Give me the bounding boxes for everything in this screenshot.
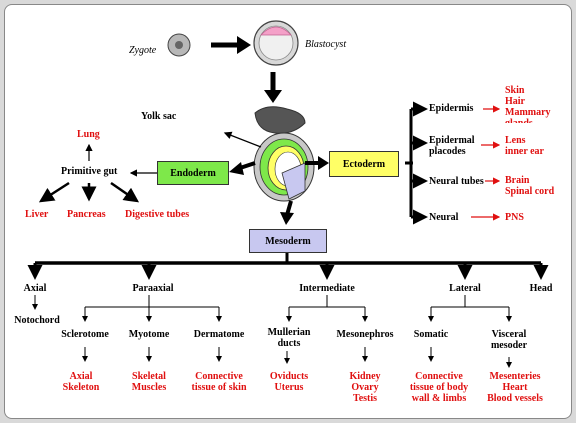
epidermal-placodes-label: Epidermal placodes [429,135,475,157]
myotome-label: Myotome [128,329,170,340]
paraaxial-label: Paraaxial [132,283,174,294]
head-label: Head [529,283,553,294]
sclerotome-products: Axial Skeleton [62,371,100,393]
primitive-gut-label: Primitive gut [61,166,118,177]
blastocyst-label: Blastocyst [305,39,347,50]
blastocyst-cell [253,20,299,66]
mesonephros-products: Kidney Ovary Testis [349,371,381,404]
pns-label: PNS [505,212,524,223]
gastrula-embryo [253,106,315,202]
zygote-label: Zygote [129,45,157,56]
notochord-label: Notochord [14,315,60,326]
zygote-cell [167,33,191,57]
yolk-sac-label: Yolk sac [141,111,177,122]
epidermis-products: Skin Hair Mammary glands [505,85,551,123]
mullerian-products: Oviducts Uterus [269,371,309,393]
mesonephros-label: Mesonephros [336,329,394,340]
visceral-mesoderm-label: Visceral mesoder [490,329,528,351]
visceral-products: Mesenteries Heart Blood vessels [487,371,543,404]
connector-layer [27,20,549,368]
dermatome-label: Dermatome [193,329,245,340]
intermediate-label: Intermediate [299,283,355,294]
pancreas-label: Pancreas [67,209,106,220]
neural-label: Neural [429,212,459,223]
digestive-tubes-label: Digestive tubes [125,209,190,220]
ectoderm-box: Ectoderm [329,151,399,177]
lateral-label: Lateral [449,283,481,294]
lung-label: Lung [77,129,100,140]
somatic-label: Somatic [413,329,449,340]
neural-tubes-label: Neural tubes [429,176,484,187]
liver-label: Liver [25,209,49,220]
neural-tube-products: Brain Spinal cord [505,175,555,197]
placode-products: Lens inner ear [505,135,544,157]
endoderm-box: Endoderm [157,161,229,185]
dermatome-products: Connective tissue of skin [191,371,247,393]
mullerian-ducts-label: Mullerian ducts [267,327,311,349]
myotome-products: Skeletal Muscles [131,371,167,393]
mesoderm-box: Mesoderm [249,229,327,253]
epidermis-label: Epidermis [429,103,474,114]
axial-label: Axial [23,283,47,294]
somatic-products: Connective tissue of body wall & limbs [409,371,469,404]
diagram-panel: Zygote Blastocyst Endoderm Ectoderm Meso… [4,4,572,419]
sclerotome-label: Sclerotome [61,329,109,340]
